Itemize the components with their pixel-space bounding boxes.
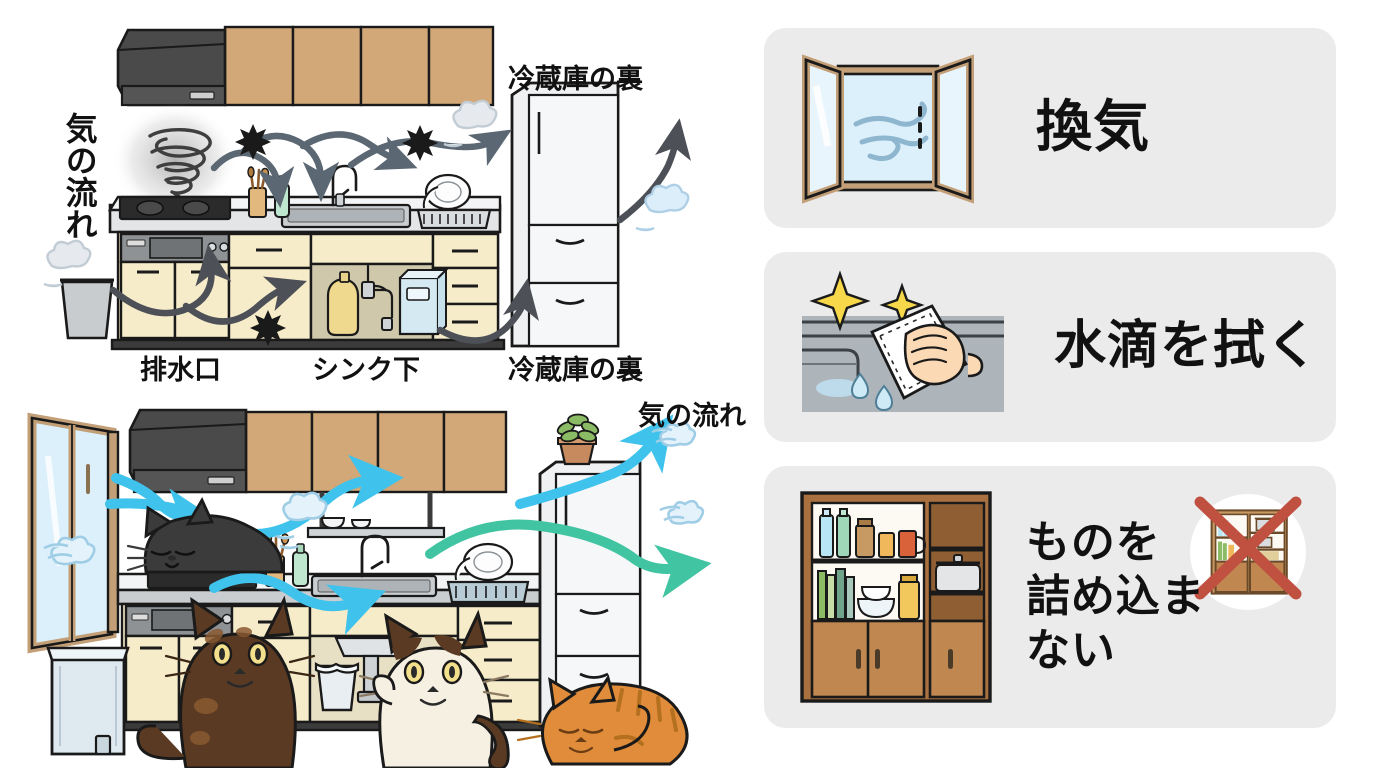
steam-puff-blue-bottom — [43, 421, 705, 566]
dish-rack-bottom — [446, 542, 530, 604]
soap-bottle-bottom — [292, 543, 309, 587]
airflow-arrows-green — [425, 519, 712, 599]
bucket-under-sink — [314, 662, 360, 712]
hotspot-marker — [235, 124, 438, 346]
shelf-items-second — [817, 568, 920, 620]
kitchen-airflow-illustration — [27, 408, 712, 768]
drain-label: 排水口 — [140, 355, 221, 386]
steam-puff-blue — [635, 183, 690, 232]
dish-rack — [416, 173, 492, 230]
tip-card-wipe-droplets[interactable]: 水滴を拭く — [764, 252, 1336, 442]
trash-can-pedal — [46, 646, 130, 756]
hand — [903, 323, 984, 386]
water-puddle — [816, 379, 860, 397]
faucet-base — [335, 193, 345, 207]
brown-tabby-cat-sitting — [136, 595, 316, 768]
crossed-out-overstuffed-cupboard-icon — [1190, 494, 1306, 610]
under-sink-pipe — [334, 636, 406, 704]
black-cat-sleeping — [126, 496, 284, 574]
kitchen-airflow-panel: 気の流れ — [0, 386, 760, 768]
card-ventilation-label: 換気 — [1036, 94, 1151, 160]
fridge-back-label-bottom: 冷蔵庫の裏 — [508, 355, 643, 386]
card-overstuff-badge — [1184, 490, 1312, 618]
cooktop — [118, 195, 232, 221]
calico-cat-waving — [358, 609, 510, 768]
trash-bin — [60, 278, 114, 340]
airflow-arrows-lower — [109, 118, 691, 344]
cooking-pot — [935, 554, 981, 592]
mold-glow — [113, 104, 237, 216]
refrigerator — [510, 81, 620, 348]
potted-plant — [556, 413, 600, 466]
card-cupboard-art — [798, 487, 994, 707]
kitchen-hotspots-panel: 気の流れ 冷蔵庫の裏 排水口 シンク下 冷蔵庫の裏 — [0, 0, 760, 390]
card-wipe-label: 水滴を拭く — [1054, 316, 1320, 377]
open-window-with-breeze-icon — [802, 54, 974, 204]
sink-basin — [280, 203, 412, 229]
steam-puff — [43, 99, 498, 288]
hand-wiping-cloth-icon — [802, 270, 1004, 412]
under-sink-label: シンク下 — [312, 355, 420, 386]
range-hood — [116, 28, 227, 107]
airflow-label-bottom: 気の流れ — [638, 401, 746, 432]
water-droplet — [850, 372, 894, 412]
card-overstuff-label: ものを 詰め込ま ない — [1026, 517, 1206, 676]
fridge-back-label-top: 冷蔵庫の裏 — [508, 64, 643, 95]
utensil-holder — [247, 166, 270, 218]
upper-cabinets — [223, 25, 495, 107]
faucet-bottom — [360, 534, 390, 578]
sink-basin-bottom — [310, 574, 438, 598]
open-window — [27, 412, 120, 654]
kitchen-hotspots-illustration — [43, 20, 691, 351]
orange-tabby-cat-sleeping — [516, 674, 689, 766]
cupboard-with-items-icon — [800, 491, 992, 703]
airflow-label-vertical: 気の流れ — [60, 112, 99, 240]
card-wipe-art — [798, 270, 1008, 422]
cross-mark — [1194, 496, 1302, 600]
shelf-items-top — [819, 508, 927, 558]
range-hood-bottom — [128, 408, 248, 494]
tip-card-do-not-overstuff[interactable]: ものを 詰め込ま ない — [764, 466, 1336, 728]
tip-card-ventilation[interactable]: 換気 — [764, 28, 1336, 228]
card-ventilation-art — [798, 50, 978, 206]
